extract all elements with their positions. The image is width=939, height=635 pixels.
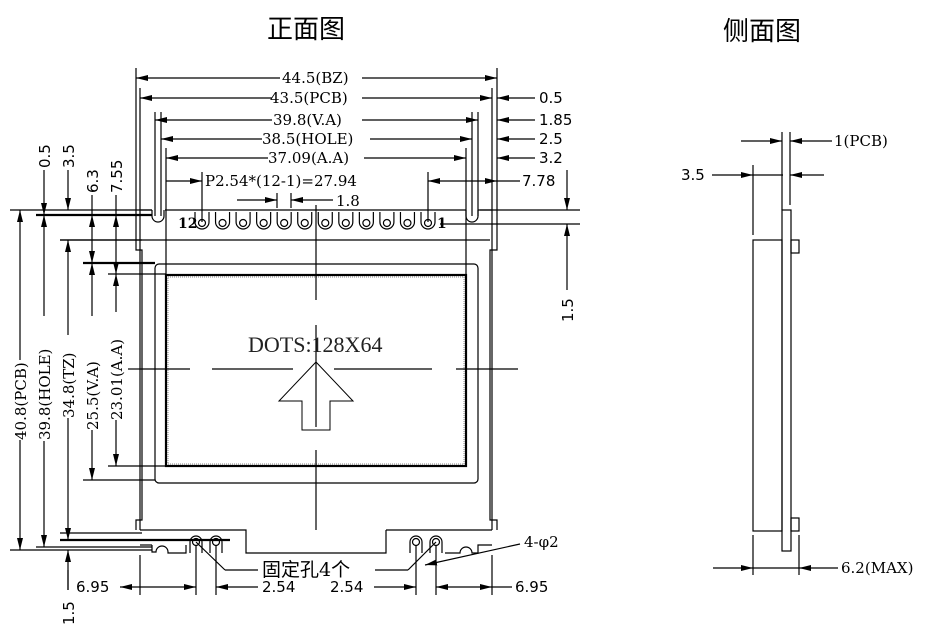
dim-bezel-depth: 3.5 [681, 166, 705, 184]
pin-pad [297, 212, 313, 230]
left-dimensions [10, 170, 230, 590]
center-lines [140, 205, 518, 530]
pin-label-first: 12 [178, 216, 197, 232]
pin-pad [235, 212, 251, 230]
dim-tz-height: 34.8(TZ) [60, 352, 78, 418]
pin-pad [256, 212, 272, 230]
right-offset-arrows [497, 95, 535, 182]
front-view-title: 正面图 [267, 15, 345, 45]
hole-diameter-label: 4-φ2 [524, 533, 559, 551]
dim-max-thickness: 6.2(MAX) [841, 559, 913, 577]
dim-right-vertical-1.5: 1.5 [559, 298, 577, 322]
dim-right-offset-2.5: 2.5 [539, 130, 563, 148]
dim-va-width: 39.8(V.A) [273, 111, 342, 129]
dim-bz-width: 44.5(BZ) [282, 69, 349, 87]
orientation-arrow-icon [277, 361, 355, 431]
pin-pad [317, 212, 333, 230]
pin-hole [259, 218, 268, 228]
dim-top-offset-7.55: 7.55 [108, 160, 126, 193]
dim-right-offset-3.2: 3.2 [539, 149, 563, 167]
pin-pad [399, 212, 416, 230]
pin-pad [420, 212, 436, 230]
pin-hole [300, 218, 309, 228]
right-vertical-dim [440, 170, 580, 290]
pin-hole [403, 218, 412, 228]
pin-pad [338, 212, 354, 230]
side-view-title: 侧面图 [723, 17, 801, 47]
top-dimensions [136, 75, 497, 275]
pin-hole [321, 218, 330, 228]
dim-aa-height: 23.01(A.A) [108, 339, 126, 420]
display-resolution-label: DOTS:128X64 [248, 332, 382, 357]
pin-hole [238, 218, 248, 228]
dim-pin-width: 1.8 [336, 192, 360, 210]
pin-pad [379, 212, 395, 230]
dim-bottom-left-pitch: 2.54 [262, 578, 295, 596]
bottom-dimensions [120, 545, 512, 595]
dim-bottom-right-pitch: 2.54 [330, 578, 363, 596]
dim-top-offset-0.5: 0.5 [36, 144, 54, 168]
mounting-holes [189, 535, 443, 571]
dim-top-offset-3.5: 3.5 [60, 144, 78, 168]
dim-pcb-width: 43.5(PCB) [270, 89, 348, 107]
dim-hole-height: 39.8(HOLE) [36, 349, 54, 440]
dim-right-offset-7.78: 7.78 [522, 172, 555, 190]
dim-pcb-thickness: 1(PCB) [834, 132, 888, 150]
dim-pin-pitch: P2.54*(12-1)=27.94 [205, 172, 357, 190]
dim-hole-width: 38.5(HOLE) [262, 130, 353, 148]
dim-aa-width: 37.09(A.A) [268, 149, 349, 167]
pin-hole [218, 218, 227, 228]
dim-right-offset-1.85: 1.85 [539, 111, 572, 129]
dim-bottom-left-edge: 6.95 [76, 578, 109, 596]
dim-va-height: 25.5(V.A) [84, 361, 102, 430]
pin-hole [280, 218, 289, 228]
dim-right-offset-0.5: 0.5 [539, 89, 563, 107]
pin-pad [214, 212, 231, 230]
pin-hole [382, 218, 392, 228]
pin-hole [362, 218, 371, 228]
pin-pad [194, 212, 210, 230]
mounting-holes-label: 固定孔4个 [262, 559, 350, 581]
pin-pad [358, 212, 374, 230]
side-view-outline [712, 132, 838, 575]
dim-bottom-left-1.5: 1.5 [60, 601, 78, 625]
dim-bottom-right-edge: 6.95 [515, 578, 548, 596]
pin-pad [276, 212, 292, 230]
pin-hole [341, 218, 350, 228]
pin-row [194, 212, 436, 230]
dim-top-offset-6.3: 6.3 [84, 169, 102, 193]
dim-pcb-height: 40.8(PCB) [12, 362, 30, 440]
